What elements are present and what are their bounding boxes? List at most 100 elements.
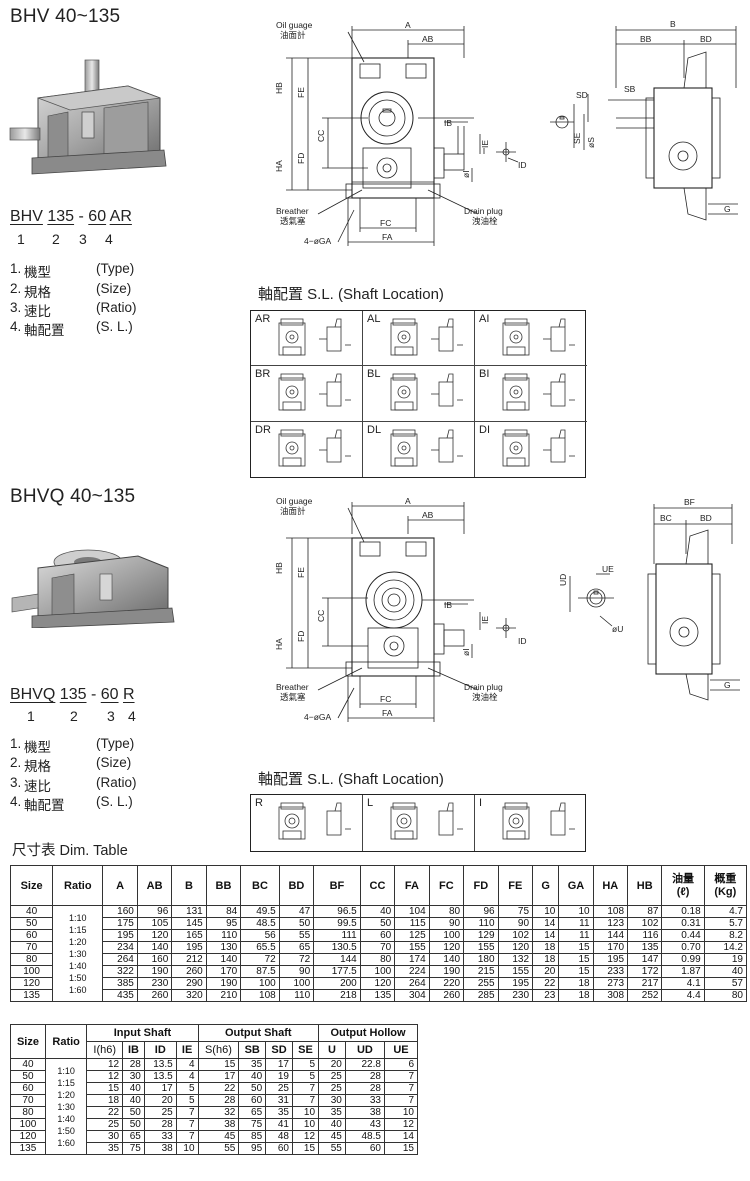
- col-header: B: [171, 865, 207, 906]
- table-cell: 285: [463, 989, 499, 1002]
- table-cell: 180: [463, 953, 499, 966]
- ratio-value: 1:10: [57, 1065, 75, 1076]
- table-cell: 7: [291, 1082, 320, 1095]
- table-cell: 260: [171, 965, 207, 978]
- table-cell: 140: [136, 941, 173, 954]
- table-cell: 0.70: [661, 941, 705, 954]
- label-dim-fc: FC: [380, 218, 391, 228]
- bhvq-legend-row: 2.規格(Size): [10, 755, 132, 774]
- group-header-output-shaft: Output Shaft: [197, 1024, 320, 1042]
- col-header: 概重 (Kg): [703, 865, 748, 906]
- table-cell: 7: [383, 1094, 419, 1107]
- table-cell: 28: [197, 1094, 240, 1107]
- table-cell: 110: [205, 929, 242, 942]
- table-cell: 15: [383, 1142, 419, 1155]
- label-dim-fd: FD: [296, 153, 306, 164]
- label-dim-i: øI: [461, 648, 471, 656]
- sl-option-di: DI: [475, 422, 587, 477]
- label-oil-gauge-zh: 油面計: [280, 30, 306, 40]
- ratio-value: 1:60: [57, 1137, 75, 1148]
- table-cell: 1.87: [661, 965, 705, 978]
- table-cell: 273: [592, 977, 629, 990]
- label-breather-zh: 透氣塞: [280, 692, 306, 702]
- table-cell: 32: [197, 1106, 240, 1119]
- label-oil-gauge: Oil guage: [276, 496, 313, 506]
- table-cell: 0.18: [661, 905, 705, 918]
- label-dim-bc: BC: [660, 513, 672, 523]
- table-cell: 131: [171, 905, 207, 918]
- table-cell: 50: [359, 917, 396, 930]
- cell-size: 120: [9, 977, 54, 990]
- cell-size: 60: [10, 1082, 46, 1095]
- table-cell: 35: [238, 1058, 267, 1071]
- table-cell: 38: [197, 1118, 240, 1131]
- col-header: UE: [383, 1041, 419, 1059]
- col-header: AB: [136, 865, 173, 906]
- table-cell: 190: [136, 965, 173, 978]
- table-cell: 10: [558, 905, 594, 918]
- label-dim-g: G: [724, 204, 731, 214]
- sl-diagram-icon: [390, 373, 463, 411]
- table-cell: 230: [136, 977, 173, 990]
- sl-diagram-icon: [502, 802, 575, 840]
- bhvq-front-drawing: Oil guage 油面計 A AB HB FE CC HA FD IB IE …: [274, 496, 527, 722]
- table-cell: 200: [313, 977, 361, 990]
- sl-option-dl: DL: [363, 422, 475, 477]
- label-dim-fe: FE: [296, 87, 306, 98]
- label-dim-ud: UD: [558, 574, 568, 586]
- table-cell: 60: [238, 1094, 267, 1107]
- table-cell: 96: [463, 905, 499, 918]
- table-cell: 28: [143, 1118, 177, 1131]
- table-cell: 110: [463, 917, 499, 930]
- bhvq-code-type: BHVQ: [10, 686, 56, 703]
- table-cell: 120: [359, 977, 396, 990]
- table-cell: 120: [428, 941, 465, 954]
- bhv-code-index-3: 3: [79, 231, 87, 247]
- label-dim-a: A: [405, 496, 411, 506]
- table-cell: 100: [428, 929, 465, 942]
- bhvq-shaft-location-grid: R L I: [250, 794, 586, 852]
- table-cell: 255: [463, 977, 499, 990]
- table-cell: 304: [394, 989, 430, 1002]
- table-cell: 11: [558, 917, 594, 930]
- table-cell: 123: [592, 917, 629, 930]
- label-dim-bd: BD: [700, 34, 712, 44]
- col-header: IB: [122, 1041, 145, 1059]
- table-cell: 7: [175, 1118, 199, 1131]
- col-header: FE: [497, 865, 534, 906]
- label-breather: Breather: [276, 682, 309, 692]
- label-dim-fe: FE: [296, 567, 306, 578]
- table-cell: 111: [313, 929, 361, 942]
- cell-size: 50: [10, 1070, 46, 1083]
- table-cell: 50: [122, 1106, 145, 1119]
- table-cell: 25: [318, 1070, 346, 1083]
- table-cell: 290: [171, 977, 207, 990]
- sl-diagram-icon: [390, 802, 463, 840]
- table-cell: 165: [171, 929, 207, 942]
- label-dim-cc: CC: [316, 130, 326, 142]
- cell-size: 40: [9, 905, 54, 918]
- table-cell: 35: [86, 1142, 124, 1155]
- table-cell: 22: [197, 1082, 240, 1095]
- table-cell: 15: [197, 1058, 240, 1071]
- label-drain-plug: Drain plug: [464, 682, 503, 692]
- table-cell: 33: [344, 1094, 385, 1107]
- bhv-code-index-1: 1: [17, 231, 25, 247]
- table-cell: 5: [291, 1058, 320, 1071]
- table-cell: 210: [205, 989, 242, 1002]
- label-dim-id: ID: [518, 160, 527, 170]
- label-dim-sd: SD: [576, 90, 588, 100]
- table-cell: 322: [102, 965, 138, 978]
- bhvq-legend-row: 4.軸配置(S. L.): [10, 794, 133, 813]
- table-group-header-row: Size Ratio Input Shaft Output Shaft Outp…: [10, 1024, 418, 1059]
- ratio-value: 1:50: [57, 1125, 75, 1136]
- sl-option-br: BR: [251, 366, 363, 422]
- table-cell: 320: [171, 989, 207, 1002]
- bhvq-product-photo: [11, 549, 175, 628]
- bhvq-side-drawing: BF BC BD UD UE øU G: [558, 497, 740, 701]
- label-dim-hb: HB: [274, 82, 284, 94]
